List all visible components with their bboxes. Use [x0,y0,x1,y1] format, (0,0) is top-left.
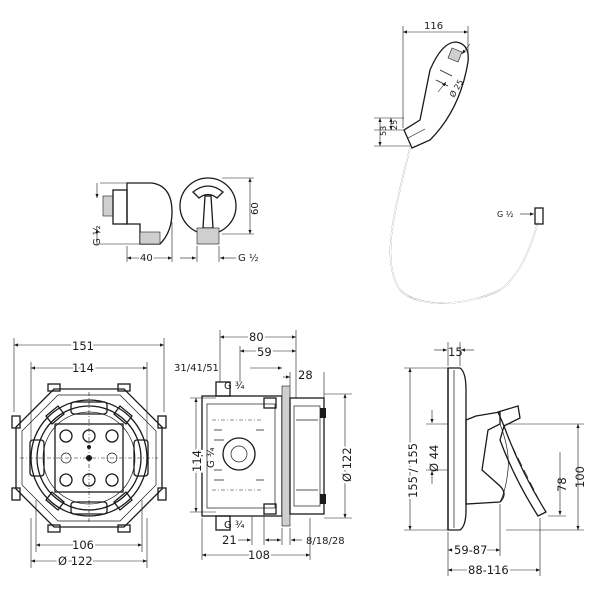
outlet-width-label: 40 [140,253,153,264]
hand-shower-view: 116 Ø 25 53 25 G ½ [374,21,544,304]
mixer-78-label: 78 [555,477,569,492]
wall-outlet-front: 60 G ½ [179,177,261,264]
box-plan-outer-label: 151 [72,339,94,353]
box-side-21-label: 21 [222,533,237,547]
shower-thread-label: G ½ [497,210,514,219]
box-plan-bottom-label: 106 [72,538,94,552]
shower-width-label: 116 [424,21,443,32]
mixer-59-87-label: 59-87 [454,543,487,557]
mixer-15-label: 15 [448,345,463,359]
box-side-59-label: 59 [257,345,272,359]
mixer-side-view: 15 155 / 155 Ø 44 100 78 59-87 88-116 [404,342,587,579]
outlet-thread-left-label: G ½ [91,225,103,246]
outlet-height-label: 60 [250,202,261,215]
wall-outlet-view: G ½ 40 60 G ½ [91,177,261,266]
box-side-view: 80 59 31/41/51 G ¾ 28 114 G ¾ Ø 122 G ¾ [174,328,356,564]
box-side-thread-mid: G ¾ [206,447,217,468]
shower-diameter-label: Ø 25 [447,78,465,99]
box-plan-diameter-label: Ø 122 [58,554,93,568]
mixer-155-label: 155 / 155 [406,443,420,498]
box-side-range-label: 8/18/28 [306,536,345,547]
box-side-108-label: 108 [248,548,270,562]
box-side-28-label: 28 [298,368,313,382]
box-side-114-label: 114 [190,450,204,472]
water-spray-marks [511,445,541,503]
box-side-80-label: 80 [249,330,264,344]
box-side-diameter-label: Ø 122 [340,447,354,482]
shower-head-dim-2: 25 [390,120,399,130]
wall-outlet-side: G ½ 40 [91,182,173,266]
box-side-thread-top: G ¾ [224,381,245,392]
box-plan-inner-label: 114 [72,361,94,375]
outlet-thread-right-label: G ½ [238,252,259,264]
mixer-100-label: 100 [573,466,587,488]
shower-head-dim-1: 53 [379,126,388,136]
box-side-thread-bottom: G ¾ [224,520,245,531]
mixer-diameter-label: Ø 44 [427,445,441,472]
box-plan-view: 151 114 106 Ø 122 [11,337,167,570]
box-side-depths-label: 31/41/51 [174,363,219,374]
mixer-88-116-label: 88-116 [468,563,509,577]
